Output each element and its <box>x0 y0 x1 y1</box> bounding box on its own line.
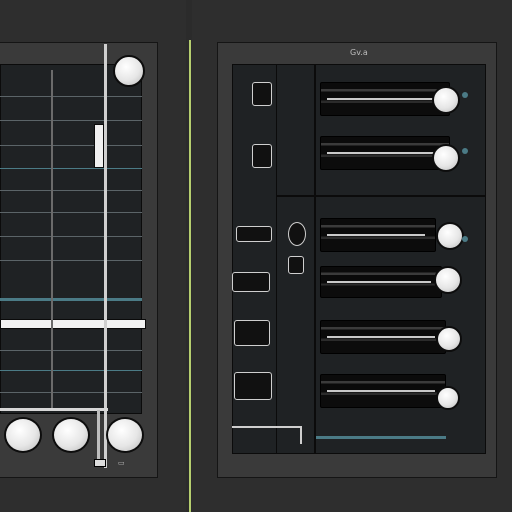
fader-2-knob[interactable] <box>432 144 460 172</box>
teal-accent <box>316 436 446 439</box>
circle-button[interactable] <box>113 55 145 87</box>
channel-icon-8[interactable] <box>234 372 272 400</box>
grid-line <box>0 370 142 371</box>
vertical-divider <box>104 44 107 468</box>
vertical-handle[interactable] <box>94 124 104 168</box>
channel-icon-7[interactable] <box>234 320 270 346</box>
grid-line <box>0 350 142 351</box>
highlight-bar[interactable] <box>0 319 146 329</box>
channel-icon-4[interactable] <box>288 256 304 274</box>
fader-4[interactable] <box>320 266 442 298</box>
status-dot <box>462 92 468 98</box>
grid-line <box>0 392 142 393</box>
vertical-slider-stem <box>97 410 100 466</box>
small-marker <box>94 459 106 467</box>
top-section-frame <box>276 64 486 196</box>
status-dot <box>462 148 468 154</box>
column-divider <box>314 64 316 454</box>
fader-1[interactable] <box>320 82 450 116</box>
channel-icon-2[interactable] <box>252 144 272 168</box>
fader-1-knob[interactable] <box>432 86 460 114</box>
panel-title: Gv.a <box>350 48 368 57</box>
mid-section-frame <box>276 196 486 454</box>
grid-line <box>0 236 142 237</box>
channel-icon-6[interactable] <box>232 272 270 292</box>
grid-line <box>0 120 142 121</box>
grid-line <box>0 168 142 169</box>
grid-line <box>0 145 142 146</box>
channel-icon-3[interactable] <box>288 222 306 246</box>
fader-2[interactable] <box>320 136 450 170</box>
fader-6-knob[interactable] <box>436 386 460 410</box>
channel-icon-1[interactable] <box>252 82 272 106</box>
small-label: ▭ <box>118 459 125 467</box>
fader-3-knob[interactable] <box>436 222 464 250</box>
status-dot <box>462 236 468 242</box>
grid-line <box>0 96 142 97</box>
circle-button[interactable] <box>106 417 144 453</box>
fader-5-knob[interactable] <box>436 326 462 352</box>
grid-line <box>0 298 142 301</box>
circle-button[interactable] <box>52 417 90 453</box>
bottom-strip <box>232 426 302 444</box>
fader-6[interactable] <box>320 374 446 408</box>
channel-icon-5[interactable] <box>236 226 272 242</box>
left-frame-line <box>0 408 108 411</box>
fader-3[interactable] <box>320 218 436 252</box>
left-rack-grid <box>0 64 142 414</box>
vertical-divider <box>51 70 53 410</box>
circle-button[interactable] <box>4 417 42 453</box>
fader-5[interactable] <box>320 320 446 354</box>
accent-line <box>189 40 191 512</box>
grid-line <box>0 212 142 213</box>
grid-line <box>0 260 142 261</box>
fader-4-knob[interactable] <box>434 266 462 294</box>
grid-line <box>0 190 142 191</box>
